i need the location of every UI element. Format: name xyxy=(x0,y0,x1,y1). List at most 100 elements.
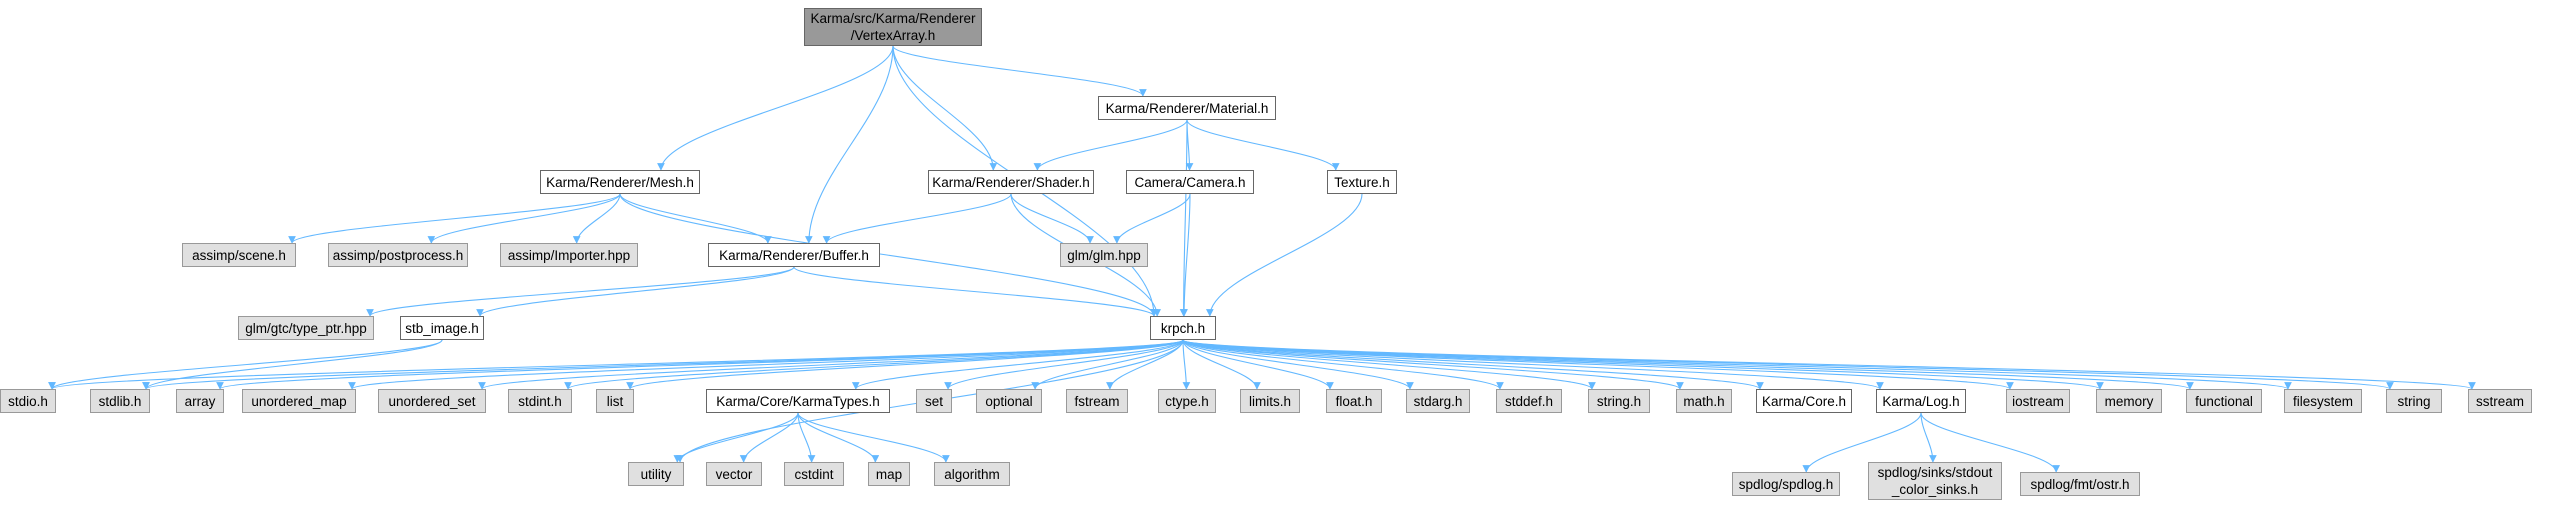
node-karma-core-h[interactable]: Karma/Core.h xyxy=(1756,389,1852,413)
edge-vertexarray-root-to-material-h xyxy=(892,45,1147,97)
edge-buffer-h-to-glm-type-ptr xyxy=(366,266,795,317)
edge-krpch-h-to-list xyxy=(626,339,1184,390)
node-memory: memory xyxy=(2096,389,2162,413)
edge-krpch-h-to-functional xyxy=(1182,339,2194,390)
edge-krpch-h-to-string xyxy=(1182,339,2394,390)
node-stb-image-h[interactable]: stb_image.h xyxy=(400,316,484,340)
edge-krpch-h-to-string-h xyxy=(1182,339,1596,390)
node-stdlib-h: stdlib.h xyxy=(90,389,150,413)
edge-karma-log-h-to-spdlog-h xyxy=(1802,412,1922,473)
edge-mesh-h-to-krpch-h xyxy=(619,193,1158,317)
node-unordered-set: unordered_set xyxy=(378,389,486,413)
edge-buffer-h-to-stb-image-h xyxy=(476,266,795,317)
node-glm-hpp: glm/glm.hpp xyxy=(1060,243,1148,267)
edge-mesh-h-to-assimp-postprocess xyxy=(427,193,621,244)
node-assimp-postprocess: assimp/postprocess.h xyxy=(328,243,468,267)
node-list: list xyxy=(596,389,634,413)
node-fstream: fstream xyxy=(1066,389,1128,413)
node-krpch-h[interactable]: krpch.h xyxy=(1150,316,1216,340)
edge-vertexarray-root-to-shader-h xyxy=(892,45,998,171)
node-vertexarray-root: Karma/src/Karma/Renderer /VertexArray.h xyxy=(804,8,982,46)
node-float-h: float.h xyxy=(1326,389,1382,413)
edge-mesh-h-to-buffer-h xyxy=(619,193,772,244)
node-string: string xyxy=(2386,389,2442,413)
edge-vertexarray-root-to-buffer-h xyxy=(805,45,894,244)
edge-camera-h-to-glm-hpp xyxy=(1113,193,1191,244)
edge-buffer-h-to-krpch-h xyxy=(793,266,1158,317)
edge-krpch-h-to-filesystem xyxy=(1182,339,2292,390)
edge-krpch-h-to-karma-log-h xyxy=(1182,339,1884,390)
node-camera-h[interactable]: Camera/Camera.h xyxy=(1126,170,1254,194)
edge-stb-image-h-to-stdio-h xyxy=(48,339,443,390)
node-buffer-h[interactable]: Karma/Renderer/Buffer.h xyxy=(708,243,880,267)
edge-mesh-h-to-assimp-importer xyxy=(572,193,621,244)
edge-krpch-h-to-karmatypes-h xyxy=(852,339,1184,390)
node-karmatypes-h[interactable]: Karma/Core/KarmaTypes.h xyxy=(706,389,890,413)
node-string-h: string.h xyxy=(1588,389,1650,413)
edge-stb-image-h-to-stdlib-h xyxy=(142,339,443,390)
node-stdarg-h: stdarg.h xyxy=(1406,389,1470,413)
edge-krpch-h-to-stdio-h xyxy=(48,339,1184,390)
node-shader-h[interactable]: Karma/Renderer/Shader.h xyxy=(928,170,1094,194)
edge-karmatypes-h-to-vector xyxy=(739,412,799,463)
node-assimp-importer: assimp/Importer.hpp xyxy=(500,243,638,267)
node-map: map xyxy=(868,462,910,486)
node-sstream: sstream xyxy=(2468,389,2532,413)
node-stdio-h: stdio.h xyxy=(0,389,56,413)
node-algorithm: algorithm xyxy=(934,462,1010,486)
edge-krpch-h-to-stddef-h xyxy=(1182,339,1504,390)
node-ctype-h: ctype.h xyxy=(1158,389,1216,413)
edge-krpch-h-to-unordered-map xyxy=(348,339,1184,390)
node-cstdint: cstdint xyxy=(784,462,844,486)
edge-krpch-h-to-limits-h xyxy=(1182,339,1261,390)
edge-krpch-h-to-karma-core-h xyxy=(1182,339,1764,390)
edge-krpch-h-to-sstream xyxy=(1182,339,2476,390)
node-assimp-scene: assimp/scene.h xyxy=(182,243,296,267)
node-spdlog-sinks: spdlog/sinks/stdout _color_sinks.h xyxy=(1868,462,2002,500)
edge-material-h-to-shader-h xyxy=(1033,119,1188,171)
edge-krpch-h-to-set xyxy=(944,339,1184,390)
edge-krpch-h-to-unordered-set xyxy=(478,339,1184,390)
node-utility: utility xyxy=(628,462,684,486)
edge-karmatypes-h-to-cstdint xyxy=(797,412,816,463)
edge-material-h-to-texture-h xyxy=(1186,119,1340,171)
edge-karmatypes-h-to-map xyxy=(797,412,880,463)
node-texture-h[interactable]: Texture.h xyxy=(1327,170,1397,194)
edge-krpch-h-to-stdarg-h xyxy=(1182,339,1414,390)
node-mesh-h[interactable]: Karma/Renderer/Mesh.h xyxy=(540,170,700,194)
edge-krpch-h-to-ctype-h xyxy=(1182,339,1191,390)
edge-mesh-h-to-assimp-scene xyxy=(288,193,621,244)
edge-krpch-h-to-array xyxy=(216,339,1184,390)
node-math-h: math.h xyxy=(1676,389,1732,413)
node-spdlog-ostr: spdlog/fmt/ostr.h xyxy=(2020,472,2140,496)
edge-karma-log-h-to-spdlog-ostr xyxy=(1920,412,2060,473)
node-filesystem: filesystem xyxy=(2284,389,2362,413)
edge-shader-h-to-buffer-h xyxy=(822,193,1012,244)
node-functional: functional xyxy=(2186,389,2262,413)
node-karma-log-h[interactable]: Karma/Log.h xyxy=(1876,389,1966,413)
edge-karma-log-h-to-spdlog-sinks xyxy=(1920,412,1937,463)
node-spdlog-h: spdlog/spdlog.h xyxy=(1732,472,1840,496)
node-iostream: iostream xyxy=(2006,389,2070,413)
edge-vertexarray-root-to-mesh-h xyxy=(657,45,894,171)
node-stdint-h: stdint.h xyxy=(508,389,572,413)
edge-karmatypes-h-to-algorithm xyxy=(797,412,950,463)
node-vector: vector xyxy=(706,462,762,486)
edge-camera-h-to-krpch-h xyxy=(1180,193,1191,317)
node-glm-type-ptr: glm/gtc/type_ptr.hpp xyxy=(238,316,374,340)
edge-krpch-h-to-iostream xyxy=(1182,339,2014,390)
edge-karmatypes-h-to-utility xyxy=(673,412,799,463)
edge-krpch-h-to-math-h xyxy=(1182,339,1684,390)
edge-krpch-h-to-float-h xyxy=(1182,339,1334,390)
node-set: set xyxy=(916,389,952,413)
edge-shader-h-to-glm-hpp xyxy=(1010,193,1094,244)
node-optional: optional xyxy=(976,389,1042,413)
node-material-h[interactable]: Karma/Renderer/Material.h xyxy=(1098,96,1276,120)
edge-material-h-to-krpch-h xyxy=(1179,119,1188,317)
edge-texture-h-to-krpch-h xyxy=(1206,193,1363,317)
node-array: array xyxy=(176,389,224,413)
node-unordered-map: unordered_map xyxy=(242,389,356,413)
node-limits-h: limits.h xyxy=(1240,389,1300,413)
node-stddef-h: stddef.h xyxy=(1496,389,1562,413)
